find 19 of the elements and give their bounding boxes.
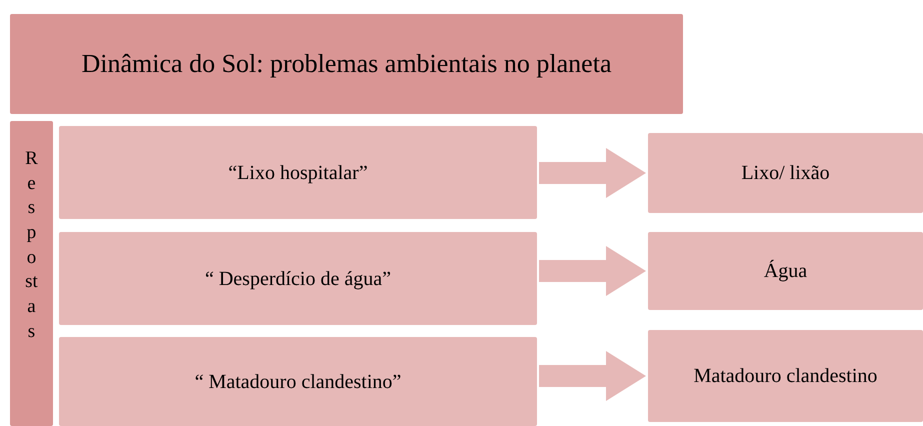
block-arrow — [539, 246, 646, 296]
box-label: “ Matadouro clandestino” — [194, 370, 402, 394]
box-label: “ Desperdício de água” — [204, 266, 392, 292]
process-box — [59, 232, 537, 325]
process-box — [648, 232, 923, 310]
box-label: “Lixo hospitalar” — [227, 160, 369, 186]
block-arrow — [539, 148, 646, 198]
box-label: Lixo/ lixão — [740, 161, 831, 186]
process-box — [648, 133, 923, 213]
side-bar — [10, 121, 53, 426]
title-text: Dinâmica do Sol: problemas ambientais no planeta — [80, 48, 612, 80]
process-box — [59, 126, 537, 219]
process-box — [59, 337, 537, 426]
box-label: Matadouro clandestino — [692, 364, 878, 389]
process-box — [648, 330, 923, 422]
box-label: Água — [762, 258, 808, 284]
block-arrow — [539, 351, 646, 401]
vertical-label: Respostas — [24, 147, 39, 344]
title-box — [10, 14, 683, 114]
